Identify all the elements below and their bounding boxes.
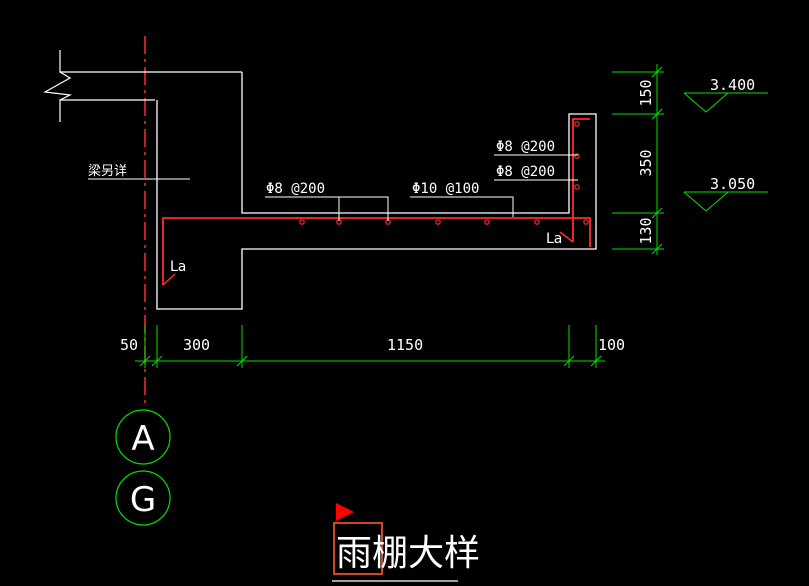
right-dimension	[612, 64, 664, 255]
rebar-label-upturn-2: Φ8 @200	[496, 164, 555, 180]
distribution-bars	[299, 121, 589, 225]
dim-bottom-4: 100	[598, 336, 625, 354]
drawing-title: 雨棚大样	[336, 533, 480, 574]
bar-dot	[583, 219, 589, 225]
bottom-dimension	[135, 325, 605, 368]
dim-bottom-2: 300	[183, 336, 210, 354]
bar-dot	[484, 219, 490, 225]
rebar-label-top-left: Φ8 @200	[266, 181, 325, 197]
bar-dot	[299, 219, 305, 225]
left-hook	[162, 273, 176, 286]
elevation-bottom: 3.050	[710, 175, 755, 193]
rebar-label-upturn-1: Φ8 @200	[496, 139, 555, 155]
canopy-outline	[156, 72, 597, 310]
rebar-leaders	[265, 154, 578, 221]
right-hook	[559, 231, 574, 243]
axis-label-g: G	[130, 480, 156, 520]
axis-label-a: A	[131, 419, 154, 459]
bar-dot	[435, 219, 441, 225]
dim-right-2: 350	[637, 149, 655, 176]
elevation-top: 3.400	[710, 76, 755, 94]
axis-bubble-a	[115, 409, 171, 465]
title-cursor-box[interactable]	[333, 522, 383, 575]
dim-bottom-1: 50	[120, 336, 138, 354]
dim-bottom-3: 1150	[387, 336, 423, 354]
break-line	[43, 50, 73, 122]
flag-icon	[336, 503, 354, 521]
dim-right-1: 150	[637, 79, 655, 106]
axis-bubble-g	[115, 470, 171, 526]
anchorage-label-left: La	[170, 259, 186, 275]
dim-right-3: 130	[637, 217, 655, 244]
anchorage-label-right: La	[546, 231, 562, 247]
beam-note: 梁另详	[88, 164, 127, 179]
upturn-rebar	[572, 118, 590, 242]
bar-dot	[574, 121, 580, 127]
bar-dot	[574, 153, 580, 159]
elevation-marker-top	[683, 92, 768, 113]
rebar-label-top-mid: Φ10 @100	[412, 181, 479, 197]
bar-dot	[574, 184, 580, 190]
elevation-marker-bottom	[683, 191, 768, 212]
main-rebar	[162, 217, 591, 285]
bar-dot	[534, 219, 540, 225]
